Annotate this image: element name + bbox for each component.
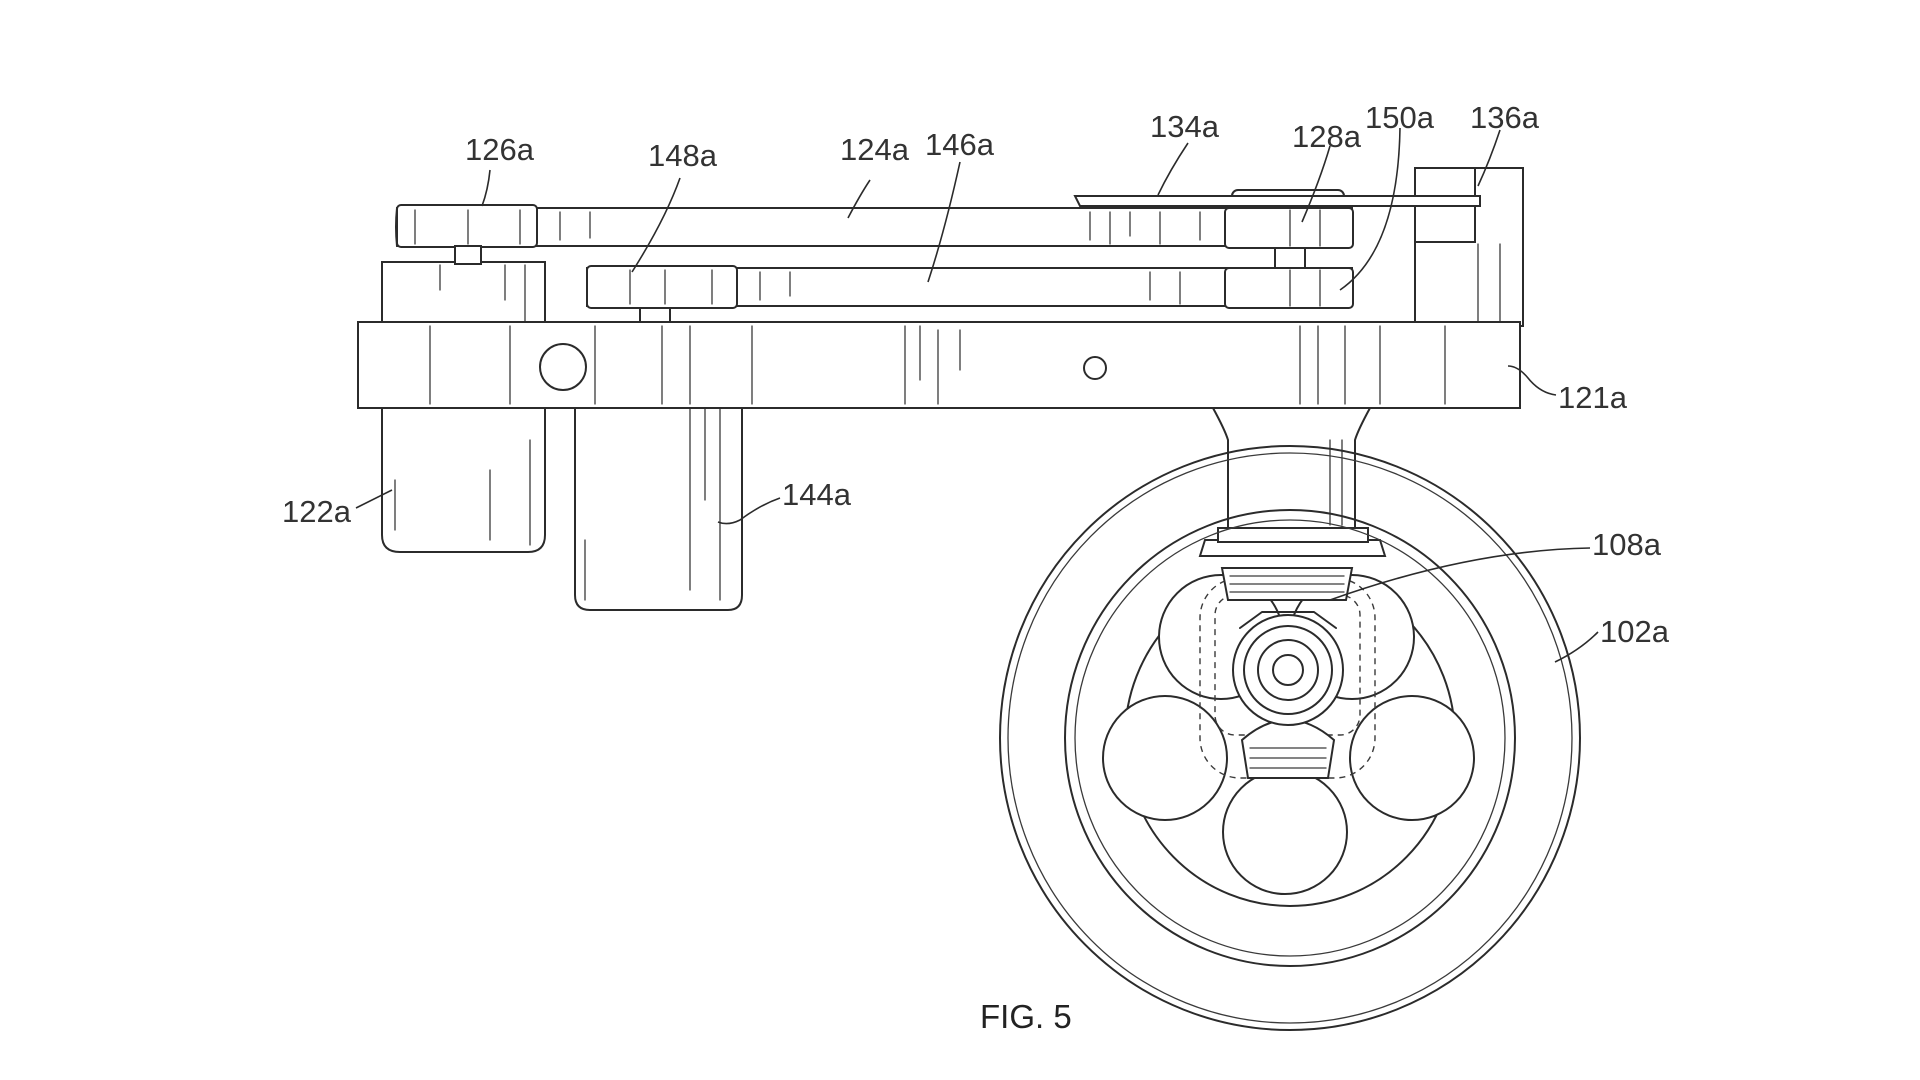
reference-labels: 126a 148a 124a 146a 134a 128a 150a 136a … — [282, 100, 1670, 649]
label-128a: 128a — [1292, 119, 1362, 154]
label-102a: 102a — [1600, 614, 1670, 649]
bracket-136a — [1414, 167, 1524, 327]
label-108a: 108a — [1592, 527, 1662, 562]
plate-134a — [1073, 195, 1481, 207]
belt-146a — [454, 245, 1354, 323]
label-122a: 122a — [282, 494, 352, 529]
drive-108a — [1199, 567, 1376, 779]
label-126a: 126a — [465, 132, 535, 167]
label-148a: 148a — [648, 138, 718, 173]
label-134a: 134a — [1150, 109, 1220, 144]
label-144a: 144a — [782, 477, 852, 512]
leader-lines — [355, 127, 1599, 663]
motor-144a — [574, 394, 743, 611]
label-121a: 121a — [1558, 380, 1628, 415]
caster-stem — [1198, 407, 1387, 557]
label-150a: 150a — [1365, 100, 1435, 135]
label-124a: 124a — [840, 132, 910, 167]
chassis-121a — [357, 321, 1521, 409]
label-136a: 136a — [1470, 100, 1540, 135]
figure-caption: FIG. 5 — [980, 998, 1072, 1035]
label-146a: 146a — [925, 127, 995, 162]
